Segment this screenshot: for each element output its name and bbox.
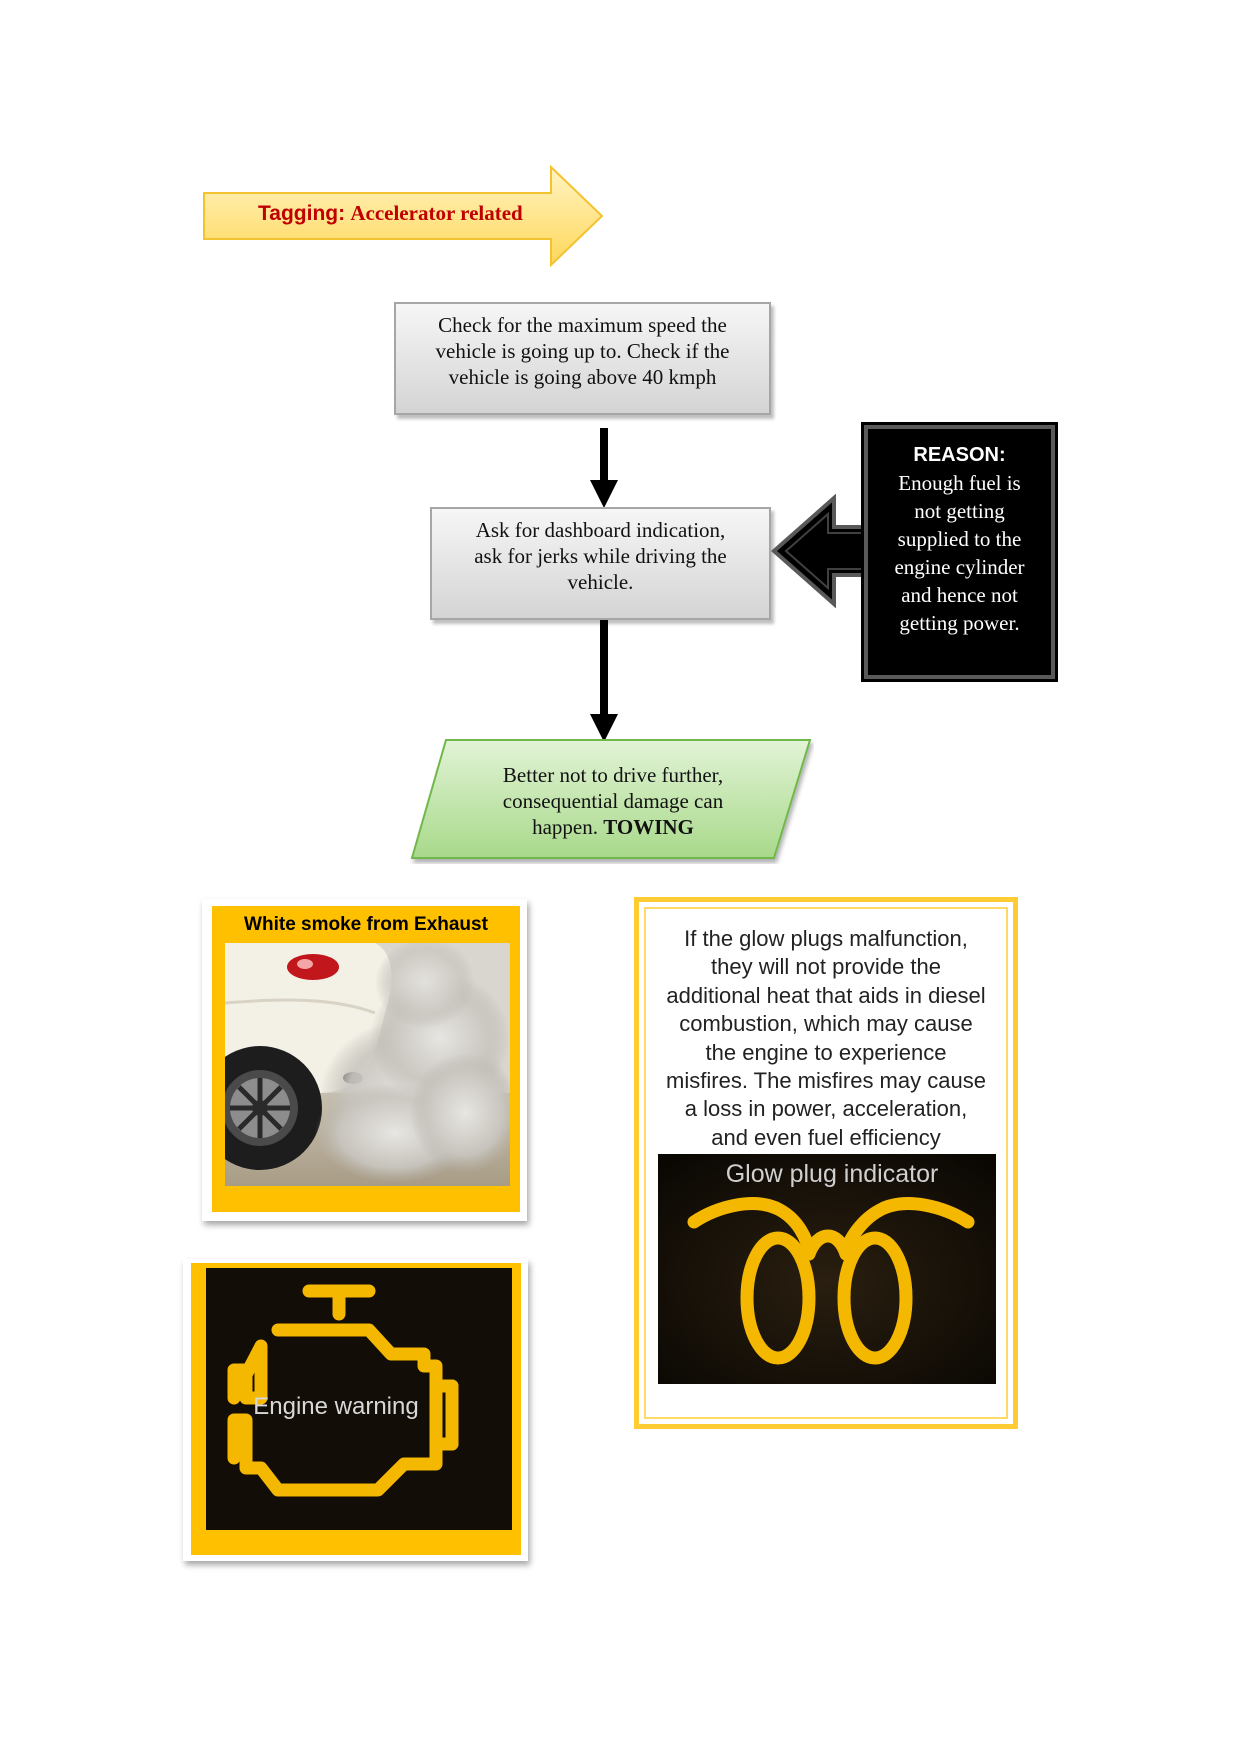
reason-title: REASON: (913, 444, 1006, 466)
tagging-value: Accelerator related (350, 201, 523, 225)
glow-plug-indicator-icon: Glow plug indicator (658, 1154, 996, 1384)
step-ask-dashboard: Ask for dashboard indication, ask for je… (430, 507, 771, 620)
glow-line: additional heat that aids in diesel (666, 982, 986, 1008)
result-line-last: happen. TOWING (452, 814, 774, 840)
step1-line: vehicle is going above 40 kmph (448, 365, 717, 389)
reason-box: REASON: Enough fuel is not getting suppl… (861, 422, 1058, 682)
reason-line: getting power. (899, 611, 1020, 635)
glow-line: a loss in power, acceleration, (684, 1096, 968, 1122)
engine-warning-icon: Engine warning (206, 1268, 512, 1530)
step2-line: Ask for dashboard indication, (475, 518, 726, 542)
reason-line: not getting (914, 499, 1005, 523)
tagging-label: Tagging: Accelerator related (258, 201, 558, 226)
glow-line: they will not provide the (711, 954, 941, 980)
glow-line: If the glow plugs malfunction, (684, 926, 968, 951)
step2-line: vehicle. (567, 570, 634, 594)
result-prefix: happen. (532, 815, 598, 839)
glow-line: misfires. The misfires may cause (666, 1068, 986, 1094)
result-parallelogram (410, 739, 812, 859)
reason-line: Enough fuel is (898, 471, 1021, 495)
smoke-card-title: White smoke from Exhaust (244, 914, 488, 935)
glow-plug-explanation: If the glow plugs malfunction, they will… (648, 925, 1004, 1152)
tagging-key: Tagging: (258, 202, 346, 225)
glow-line: the engine to experience (705, 1039, 947, 1065)
engine-warning-label: Engine warning (253, 1393, 418, 1420)
step1-line: vehicle is going up to. Check if the (435, 339, 730, 363)
glow-line: and even fuel efficiency (711, 1124, 941, 1150)
step-check-max-speed: Check for the maximum speed the vehicle … (394, 302, 771, 415)
connector-arrow-2 (590, 620, 618, 742)
result-line: Better not to drive further, (502, 763, 724, 787)
reason-line: and hence not (901, 583, 1018, 607)
glow-line: combustion, which may cause (679, 1011, 973, 1037)
result-line: consequential damage can (502, 789, 724, 813)
result-towing: TOWING (603, 815, 694, 839)
glow-plug-indicator-label: Glow plug indicator (726, 1160, 939, 1188)
tagging-arrow (203, 165, 604, 267)
result-text: Better not to drive further, consequenti… (452, 762, 774, 840)
step2-line: ask for jerks while driving the (474, 544, 727, 568)
glow-plug-card-inner-border (644, 907, 1008, 1419)
reason-line: engine cylinder (894, 555, 1025, 579)
step1-line: Check for the maximum speed the (438, 313, 727, 337)
reason-arrow (770, 494, 872, 608)
exhaust-smoke-photo (225, 943, 510, 1186)
reason-line: supplied to the (897, 527, 1022, 551)
connector-arrow-1 (590, 428, 618, 508)
